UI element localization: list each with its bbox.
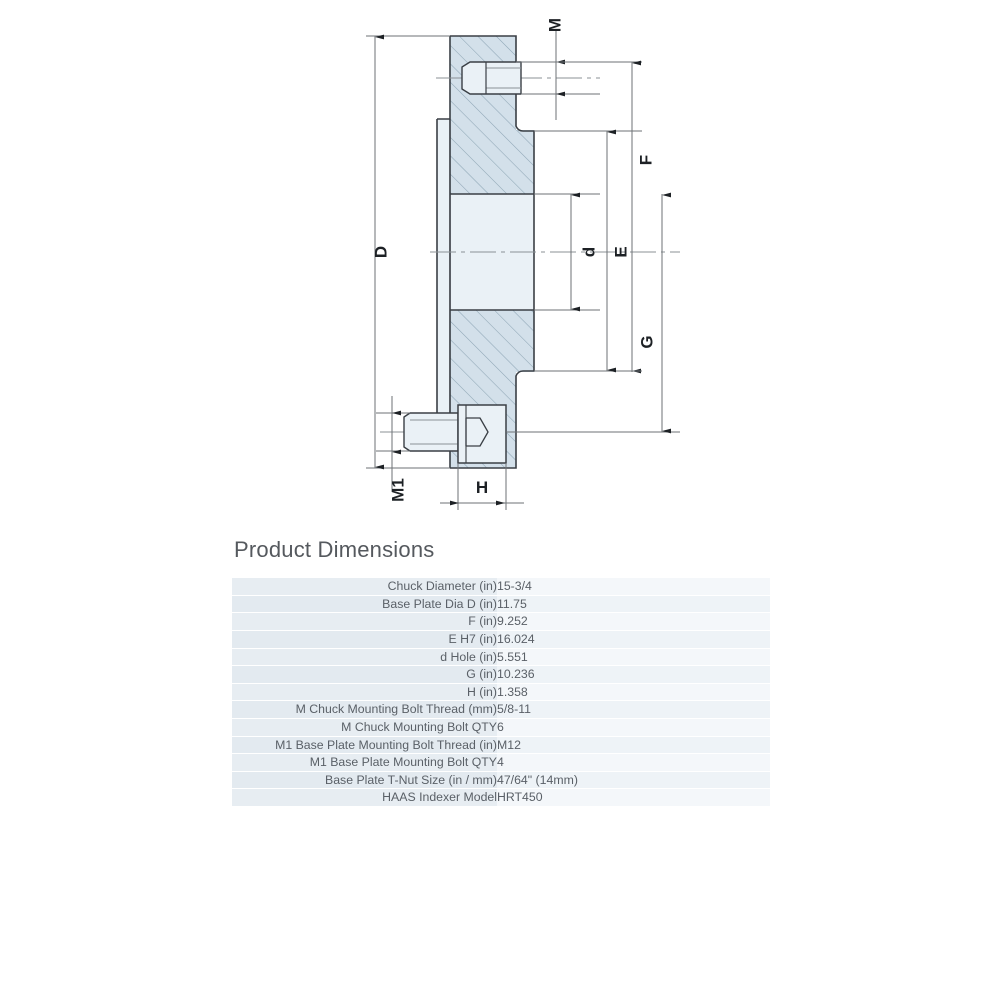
dimension-M1-label: M1 bbox=[388, 478, 407, 502]
dimension-value-cell: 6 bbox=[497, 718, 770, 737]
dimension-value-cell: 4 bbox=[497, 753, 770, 772]
dimension-value-cell: 1.358 bbox=[497, 683, 770, 701]
dimension-value-cell: 9.252 bbox=[497, 612, 770, 631]
table-row: H (in)1.358 bbox=[232, 683, 770, 701]
table-row: Base Plate T-Nut Size (in / mm)47/64" (1… bbox=[232, 771, 770, 789]
dimension-value-cell: 10.236 bbox=[497, 665, 770, 684]
page-title: Product Dimensions bbox=[234, 537, 435, 562]
profile-upper-outline bbox=[450, 35, 535, 194]
upper-flange-hatch bbox=[450, 36, 534, 194]
table-row: G (in)10.236 bbox=[232, 665, 770, 684]
dimension-value-cell: 5/8-11 bbox=[497, 700, 770, 719]
dimension-M bbox=[516, 30, 600, 120]
product-dimensions-section: Product Dimensions Chuck Diameter (in)15… bbox=[232, 537, 772, 807]
table-row: M Chuck Mounting Bolt Thread (mm)5/8-11 bbox=[232, 700, 770, 719]
table-row: d Hole (in)5.551 bbox=[232, 648, 770, 666]
table-row: E H7 (in)16.024 bbox=[232, 630, 770, 649]
dimension-value-cell: 47/64" (14mm) bbox=[497, 771, 770, 789]
dimension-label-cell: H (in) bbox=[232, 683, 497, 701]
dimension-F bbox=[516, 60, 642, 374]
dimension-H bbox=[440, 463, 524, 510]
left-rim-strip bbox=[437, 119, 450, 445]
technical-drawing-area: M D F E bbox=[366, 18, 680, 510]
dimension-value-cell: M12 bbox=[497, 736, 770, 754]
base-plate-cross-section-svg: M D F E bbox=[366, 18, 680, 510]
dimension-label-cell: d Hole (in) bbox=[232, 648, 497, 666]
dimension-G bbox=[506, 192, 680, 434]
dimension-F-label: F bbox=[636, 155, 655, 165]
dimension-label-cell: M1 Base Plate Mounting Bolt QTY bbox=[232, 753, 497, 772]
dimension-M-label: M bbox=[545, 18, 564, 32]
dimension-label-cell: Base Plate Dia D (in) bbox=[232, 595, 497, 613]
dimension-d-label: d bbox=[579, 247, 598, 257]
table-row: Chuck Diameter (in)15-3/4 bbox=[232, 578, 770, 596]
lower-bolt-shank bbox=[403, 412, 459, 452]
dimension-value-cell: HRT450 bbox=[497, 788, 770, 807]
dimension-label-cell: G (in) bbox=[232, 665, 497, 684]
lower-base-plate-mounting-bolt bbox=[403, 404, 507, 464]
dimension-label-cell: M Chuck Mounting Bolt QTY bbox=[232, 718, 497, 737]
dimension-label-cell: E H7 (in) bbox=[232, 630, 497, 649]
dimension-M1 bbox=[376, 396, 410, 492]
upper-chuck-mounting-bolt bbox=[461, 61, 522, 95]
dimension-label-cell: HAAS Indexer Model bbox=[232, 788, 497, 807]
dimension-value-cell: 15-3/4 bbox=[497, 578, 770, 596]
dimension-label-cell: Chuck Diameter (in) bbox=[232, 578, 497, 596]
dimension-label-cell: Base Plate T-Nut Size (in / mm) bbox=[232, 771, 497, 789]
dimension-H-label: H bbox=[476, 478, 488, 497]
dimension-G-label: G bbox=[637, 335, 656, 348]
upper-bolt-body bbox=[461, 61, 522, 95]
dimension-value-cell: 11.75 bbox=[497, 595, 770, 613]
dimension-D bbox=[366, 34, 450, 470]
dimension-E-label: E bbox=[611, 246, 630, 257]
dimension-value-cell: 5.551 bbox=[497, 648, 770, 666]
dimension-label-cell: M Chuck Mounting Bolt Thread (mm) bbox=[232, 700, 497, 719]
table-row: F (in)9.252 bbox=[232, 612, 770, 631]
dimension-D-label: D bbox=[371, 246, 390, 258]
dimension-value-cell: 16.024 bbox=[497, 630, 770, 649]
table-row: M1 Base Plate Mounting Bolt Thread (in)M… bbox=[232, 736, 770, 754]
dimension-label-cell: F (in) bbox=[232, 612, 497, 631]
table-row: Base Plate Dia D (in)11.75 bbox=[232, 595, 770, 613]
dimension-label-cell: M1 Base Plate Mounting Bolt Thread (in) bbox=[232, 736, 497, 754]
dimension-d bbox=[534, 192, 600, 312]
profile-lower-outline bbox=[450, 310, 535, 469]
